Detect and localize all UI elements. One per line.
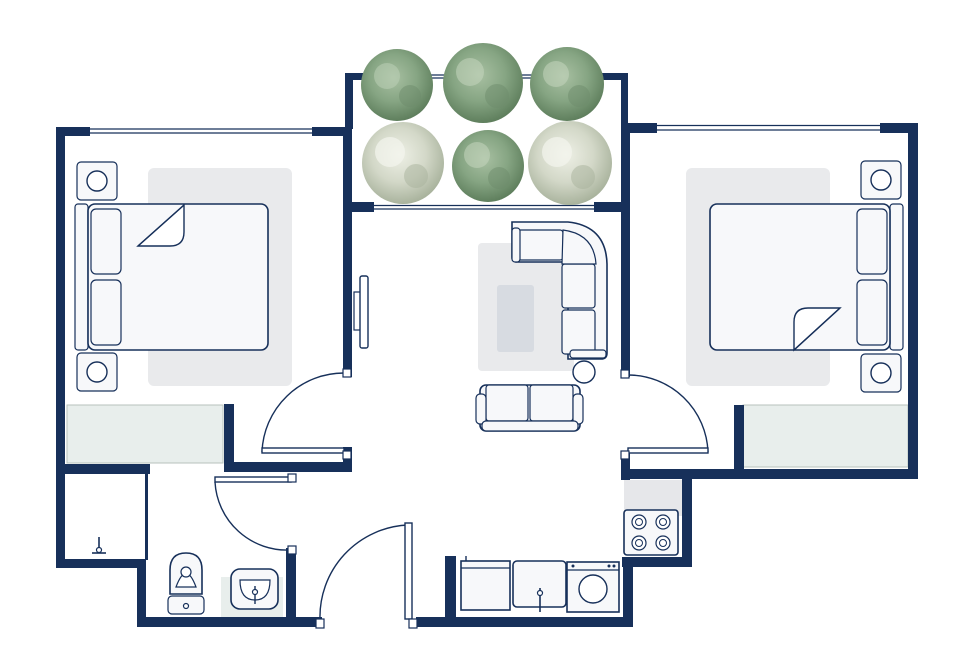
wall [224,404,234,472]
door-icon [315,522,418,629]
stove-icon [623,509,679,556]
window-icon [657,123,880,133]
coat-hook-icon [92,537,106,554]
bedroom-right-wardrobe [742,404,909,468]
wall [56,127,90,136]
plant-icon [443,43,523,123]
nightstand-icon [860,160,902,200]
nightstand-icon [76,352,118,392]
closet [92,537,106,554]
wall [622,557,692,567]
door-icon [214,473,297,555]
door-icon [261,368,352,460]
wall [445,556,456,618]
bedroom-left [74,161,269,392]
wall [600,73,628,80]
living-room [353,221,608,432]
wall [345,73,353,129]
wall [343,127,352,377]
wall [621,123,657,133]
bed-icon [709,203,904,352]
sofa-icon [511,221,608,360]
plant-icon [452,130,524,202]
plant-icon [530,47,604,121]
balcony-garden [361,43,612,205]
wall [56,127,65,568]
sofa-icon [475,384,584,432]
fridge-icon [460,556,511,611]
wall [65,464,150,474]
toilet-icon [167,552,205,615]
wall [56,559,146,568]
plant-icon [361,49,433,121]
plant-icon [362,122,444,204]
kitchen [460,509,679,613]
wall [908,123,918,479]
wall [345,73,367,80]
window-icon [90,127,312,136]
wall [734,405,744,479]
wall [352,202,374,212]
coffee-table [497,285,534,352]
wall [312,127,352,136]
counters [66,404,909,617]
plant-icon [528,121,612,205]
bedroom-right [709,160,904,393]
wall [623,557,633,627]
wall [286,548,296,620]
wall [621,123,630,377]
wall [225,462,352,472]
door-icon [620,369,709,460]
washing-machine-icon [566,561,620,613]
wall [416,617,633,627]
wall [137,617,322,627]
tv-icon [353,275,369,349]
window-icon [374,203,594,211]
bed-icon [74,203,269,351]
bedroom-left-wardrobe [66,404,224,464]
wall [621,452,630,480]
wall [137,559,146,627]
sink-icon [512,560,567,612]
wall [145,474,148,560]
doors [214,368,709,629]
nightstand-icon [76,161,118,201]
side-table [572,360,596,384]
wall [621,73,628,129]
nightstand-icon [860,353,902,393]
wall [682,479,692,567]
sink-icon [230,568,279,610]
wall [594,202,622,212]
wall [630,469,918,479]
wall [880,123,918,133]
bathroom [167,552,279,615]
